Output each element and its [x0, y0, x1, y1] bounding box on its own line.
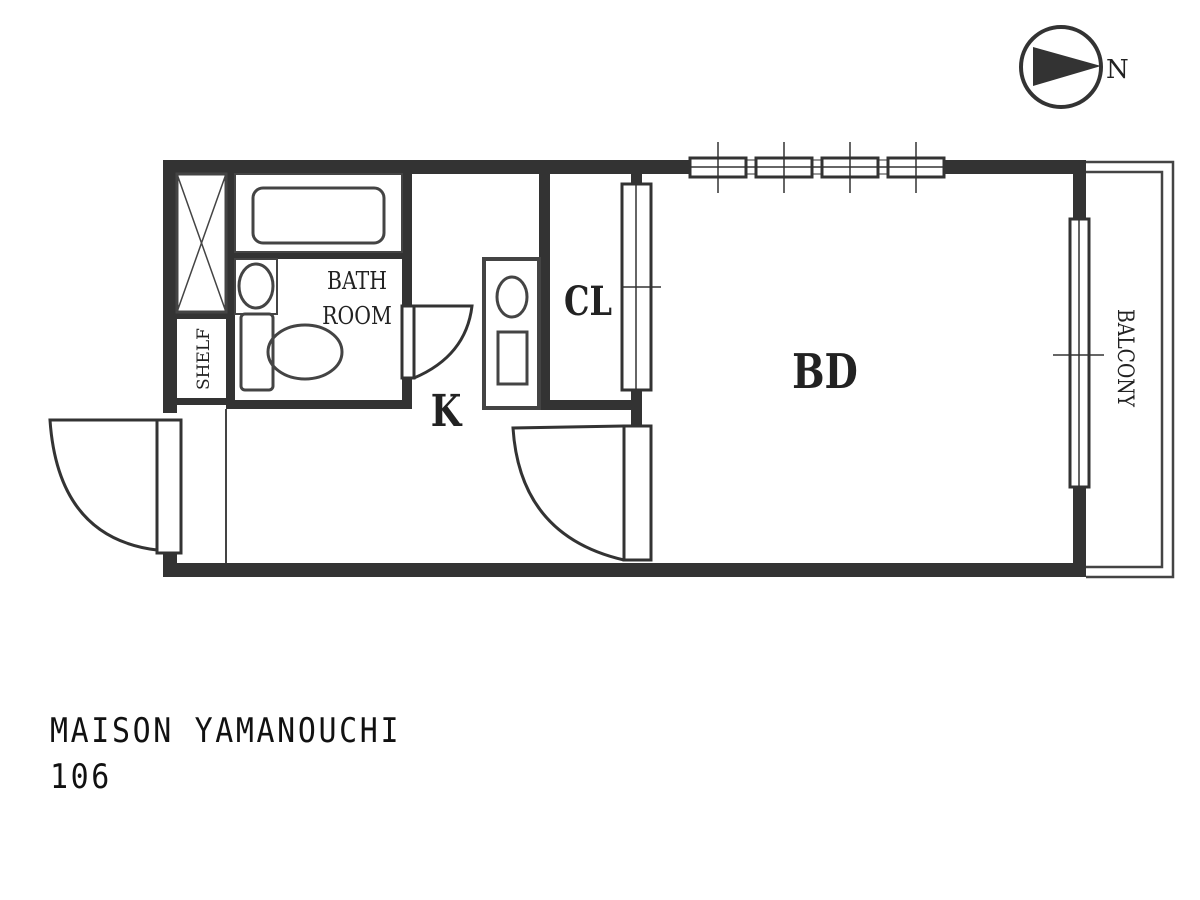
bath-label-line2: ROOM: [322, 302, 392, 330]
entrance-door-swing: [48, 418, 158, 552]
sink-frame: [234, 258, 278, 315]
shoe-cabinet-cross-b: [176, 173, 227, 313]
entrance-door-leaf: [155, 418, 183, 555]
shelf-bottom-wall: [177, 398, 227, 405]
wash-basin: [237, 262, 275, 310]
bath-left-wall: [226, 174, 235, 409]
bathtub: [251, 186, 386, 245]
property-caption: MAISON YAMANOUCHI 106: [50, 708, 401, 800]
balcony: [1086, 160, 1175, 579]
bath-label-line1: BATH: [327, 267, 387, 295]
fixtures: [175, 172, 541, 563]
toilet-tank: [239, 312, 275, 392]
compass: N: [1019, 25, 1129, 109]
kitchen-sink: [495, 275, 529, 319]
exterior-walls: [163, 160, 1086, 577]
bathroom-door-swing: [413, 304, 474, 380]
closet-left-wall: [539, 174, 550, 410]
room-labels: BATH ROOM SHELF K CL BD BALCONY: [194, 267, 1138, 437]
toilet-bowl: [266, 323, 344, 381]
bath-right-wall-lower: [402, 378, 412, 409]
property-unit: 106: [50, 757, 112, 797]
bathroom-door-leaf: [400, 304, 416, 380]
interior-walls: [177, 174, 642, 426]
right-wall-lower: [1073, 485, 1086, 577]
balcony-label: BALCONY: [1113, 309, 1139, 407]
bathtub-outer: [234, 173, 403, 253]
balcony-inner-rail: [1086, 170, 1164, 569]
balcony-outer-rail: [1086, 160, 1175, 579]
doors: [48, 182, 661, 562]
property-name: MAISON YAMANOUCHI: [50, 711, 402, 751]
bath-bottom-wall: [226, 400, 412, 409]
bedroom-label: BD: [792, 344, 858, 400]
shelf-label: SHELF: [194, 328, 214, 390]
closet-right-post-top: [631, 174, 642, 184]
top-wall-left: [163, 160, 690, 174]
north-label: N: [1106, 55, 1129, 85]
closet-label: CL: [564, 277, 612, 324]
shelf-top-wall: [177, 312, 227, 319]
kitchen-counter: [482, 257, 541, 410]
left-wall-upper: [163, 160, 177, 413]
kitchen-label: K: [431, 386, 463, 437]
closet-bottom-wall: [539, 400, 639, 410]
bath-tub-divider: [235, 252, 405, 259]
bottom-wall: [163, 563, 1086, 577]
closet-right-post: [631, 390, 642, 426]
bedroom-door-swing: [511, 424, 625, 562]
compass-circle: [1019, 25, 1103, 109]
north-arrow-icon: [1033, 47, 1101, 86]
bedroom-door-leaf: [622, 424, 653, 562]
top-wall-right: [944, 160, 1086, 174]
windows: [688, 142, 1104, 489]
kitchen-stove: [496, 330, 529, 386]
left-wall-lower: [163, 553, 177, 577]
right-wall-upper: [1073, 160, 1086, 220]
bath-right-wall-upper: [402, 174, 412, 306]
